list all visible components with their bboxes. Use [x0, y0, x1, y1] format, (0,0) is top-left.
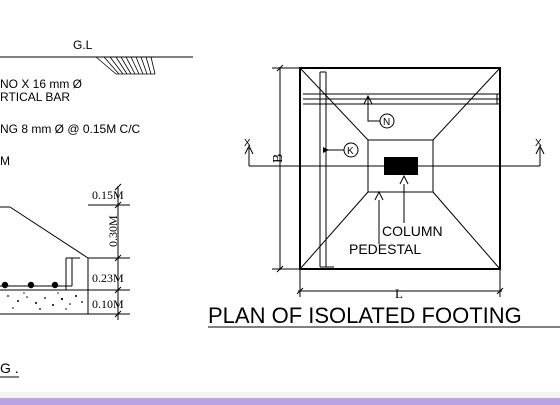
marker-n-circle: [379, 113, 395, 129]
footing-section-outline: [0, 206, 89, 315]
bottom-accent-bar: [0, 398, 560, 405]
rebar-dots: [1, 281, 59, 289]
dim-023: 0.23M: [92, 271, 124, 285]
dim-015: 0.15M: [92, 188, 124, 202]
vertical-bar-label-2: RTICAL BAR: [0, 90, 70, 104]
dim-030: 0.30M: [106, 215, 120, 247]
dim-010: 0.10M: [92, 297, 124, 311]
footing-outline: [299, 67, 501, 270]
plan-title: PLAN OF ISOLATED FOOTING: [208, 303, 522, 328]
lean-concrete-hatch: [7, 292, 83, 310]
x-label-right: X: [535, 138, 542, 149]
ground-level-label: G.L: [73, 38, 93, 52]
m-label: M: [0, 154, 10, 168]
b-label: B: [271, 154, 286, 163]
column-label: COLUMN: [382, 223, 443, 239]
section-drawing: G.L NO X 16 mm Ø RTICAL BAR NG 8 mm Ø @ …: [0, 38, 193, 378]
ring-label: NG 8 mm Ø @ 0.15M C/C: [0, 122, 141, 136]
bottom-gap: [0, 392, 560, 398]
section-title-fragment: G .: [0, 360, 19, 376]
plan-rebars: [303, 71, 500, 268]
x-label-left: X: [244, 138, 251, 149]
marker-n: N: [383, 117, 390, 128]
plan-drawing: B L: [208, 64, 560, 328]
pedestal-label: PEDESTAL: [349, 241, 421, 257]
l-label: L: [395, 286, 403, 301]
marker-k: K: [347, 146, 354, 157]
vertical-bar-label-1: NO X 16 mm Ø: [0, 77, 82, 91]
ground-hatch: [95, 56, 156, 75]
marker-k-circle: [343, 142, 359, 158]
